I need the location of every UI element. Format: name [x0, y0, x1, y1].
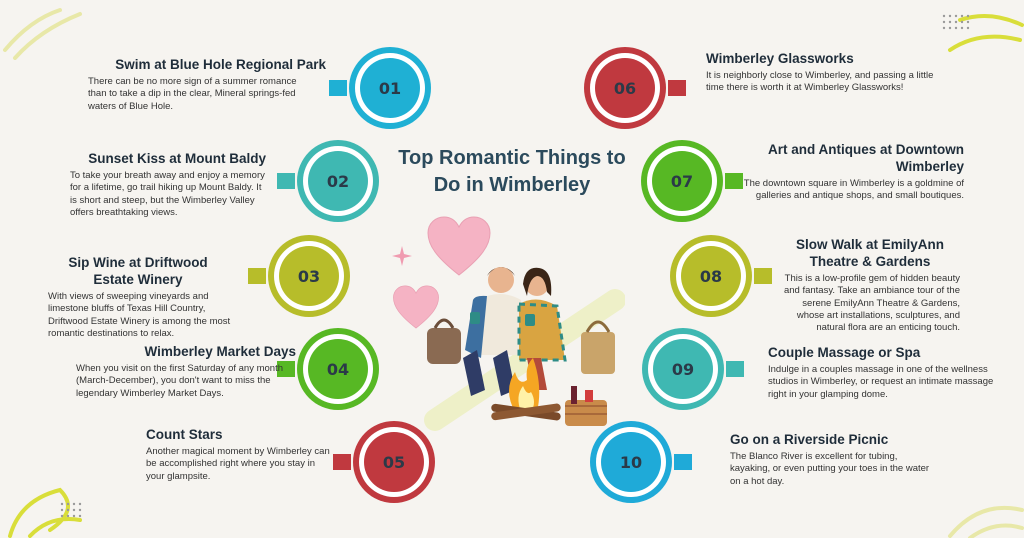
item-heading: Wimberley Glassworks	[706, 51, 854, 66]
item-heading: Go on a Riverside Picnic	[730, 432, 889, 447]
heart-small-icon	[393, 285, 439, 329]
item-description: Indulge in a couples massage in one of t…	[768, 364, 994, 400]
badge-number: 08	[699, 266, 723, 286]
item-description: It is neighborly close to Wimberley, and…	[706, 70, 934, 94]
number-badge-08: 08	[668, 233, 772, 319]
number-badge-02: 02	[277, 138, 381, 224]
list-item: Count Stars Another magical moment by Wi…	[146, 426, 336, 483]
number-badge-09: 09	[640, 326, 744, 412]
couple-campfire-illustration	[424, 267, 625, 431]
number-badge-01: 01	[329, 45, 433, 131]
list-item: Swim at Blue Hole Regional Park There ca…	[88, 56, 326, 113]
item-heading: Swim at Blue Hole Regional Park	[115, 57, 326, 72]
page-title: Top Romantic Things to Do in Wimberley	[398, 147, 626, 196]
item-heading: Sip Wine at Driftwood Estate Winery	[68, 255, 208, 287]
item-description: The downtown square in Wimberley is a go…	[743, 178, 964, 202]
item-heading: Sunset Kiss at Mount Baldy	[88, 151, 266, 166]
badge-number: 01	[378, 78, 402, 98]
item-heading: Couple Massage or Spa	[768, 345, 921, 360]
item-description: The Blanco River is excellent for tubing…	[730, 451, 930, 487]
item-heading: Art and Antiques at Downtown Wimberley	[768, 142, 964, 174]
item-heading: Wimberley Market Days	[144, 344, 296, 359]
corner-scribble-bottom-left	[8, 487, 82, 538]
badge-number: 03	[297, 266, 321, 286]
number-badge-03: 03	[248, 233, 352, 319]
sparkle-icon	[392, 246, 412, 266]
number-badge-10: 10	[588, 419, 692, 505]
list-item: Go on a Riverside Picnic The Blanco Rive…	[730, 431, 930, 488]
list-item: Art and Antiques at Downtown Wimberley T…	[742, 141, 964, 203]
badge-number: 09	[671, 359, 695, 379]
list-item: Wimberley Glassworks It is neighborly cl…	[706, 50, 936, 95]
badge-number: 06	[613, 78, 637, 98]
number-badge-07: 07	[639, 138, 743, 224]
list-item: Couple Massage or Spa Indulge in a coupl…	[768, 344, 996, 401]
list-item: Sunset Kiss at Mount Baldy To take your …	[70, 150, 266, 219]
item-heading: Slow Walk at EmilyAnn Theatre & Gardens	[795, 237, 945, 269]
number-badge-04: 04	[277, 326, 381, 412]
badge-number: 02	[326, 171, 350, 191]
item-description: Another magical moment by Wimberley can …	[146, 446, 330, 482]
item-description: When you visit on the first Saturday of …	[76, 363, 283, 399]
number-badge-06: 06	[582, 45, 686, 131]
list-item: Sip Wine at Driftwood Estate Winery With…	[48, 254, 244, 340]
badge-number: 07	[670, 171, 694, 191]
number-badge-05: 05	[333, 419, 437, 505]
list-item: Wimberley Market Days When you visit on …	[76, 343, 296, 400]
item-heading: Count Stars	[146, 427, 223, 442]
item-description: There can be no more sign of a summer ro…	[88, 76, 297, 112]
corner-scribble-top-left	[3, 8, 82, 60]
badge-number: 04	[326, 359, 350, 379]
corner-scribble-top-right	[942, 14, 1024, 52]
badge-number: 10	[619, 452, 643, 472]
list-item: Slow Walk at EmilyAnn Theatre & Gardens …	[780, 236, 960, 334]
item-description: To take your breath away and enjoy a mem…	[70, 170, 265, 218]
corner-scribble-bottom-right	[948, 505, 1024, 538]
item-description: This is a low-profile gem of hidden beau…	[783, 273, 960, 334]
item-description: With views of sweeping vineyards and lim…	[48, 291, 231, 339]
heart-large-icon	[427, 216, 491, 276]
badge-number: 05	[382, 452, 406, 472]
